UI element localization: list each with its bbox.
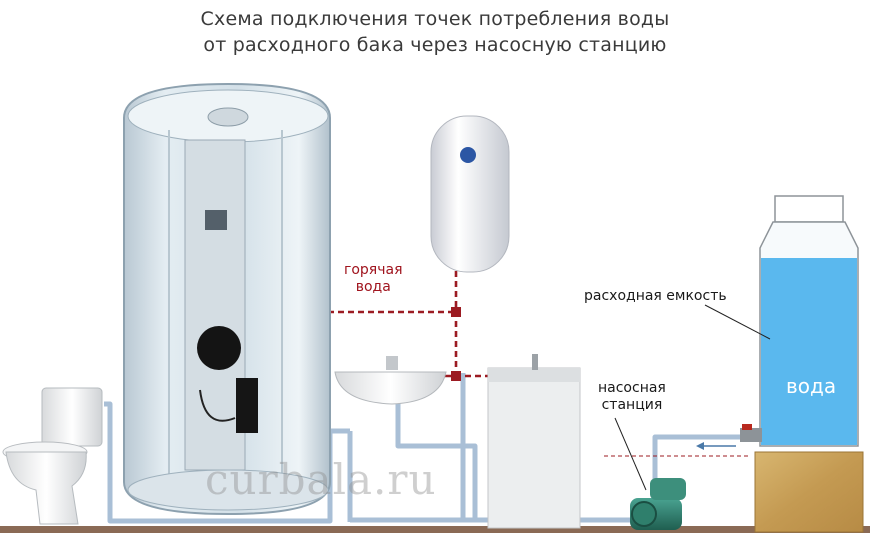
supply-tank (740, 195, 859, 447)
hot-water-label: горячая вода (344, 262, 403, 296)
water-label: вода (786, 374, 837, 398)
washing-machine (487, 354, 581, 529)
hot-water-label-line-2: вода (355, 279, 391, 295)
toilet (2, 387, 103, 525)
wooden-stand (754, 451, 864, 533)
pump-station (630, 478, 686, 530)
supply-tank-label: расходная емкость (584, 288, 727, 304)
title-line-2: от расходного бака через насосную станци… (203, 34, 667, 56)
watermark: curbala.ru (205, 455, 437, 504)
title-line-1: Схема подключения точек потребления воды (200, 8, 670, 30)
flow-arrow (696, 442, 736, 450)
hot-pipe-joint (451, 307, 461, 317)
pump-station-label-line-2: станция (601, 397, 663, 413)
pump-station-label-line-1: насосная (598, 380, 666, 396)
shower-cabin (123, 82, 331, 516)
tank-label-pointer (704, 304, 771, 340)
pump-pointer (614, 417, 647, 491)
tank-water (761, 258, 857, 445)
sink (334, 356, 447, 405)
tank-valve (740, 428, 762, 442)
hot-water-label-line-1: горячая (344, 262, 403, 278)
water-heater (430, 115, 510, 273)
hot-pipe-joint (451, 371, 461, 381)
floor (0, 526, 870, 533)
pump-station-label: насосная станция (598, 380, 666, 414)
